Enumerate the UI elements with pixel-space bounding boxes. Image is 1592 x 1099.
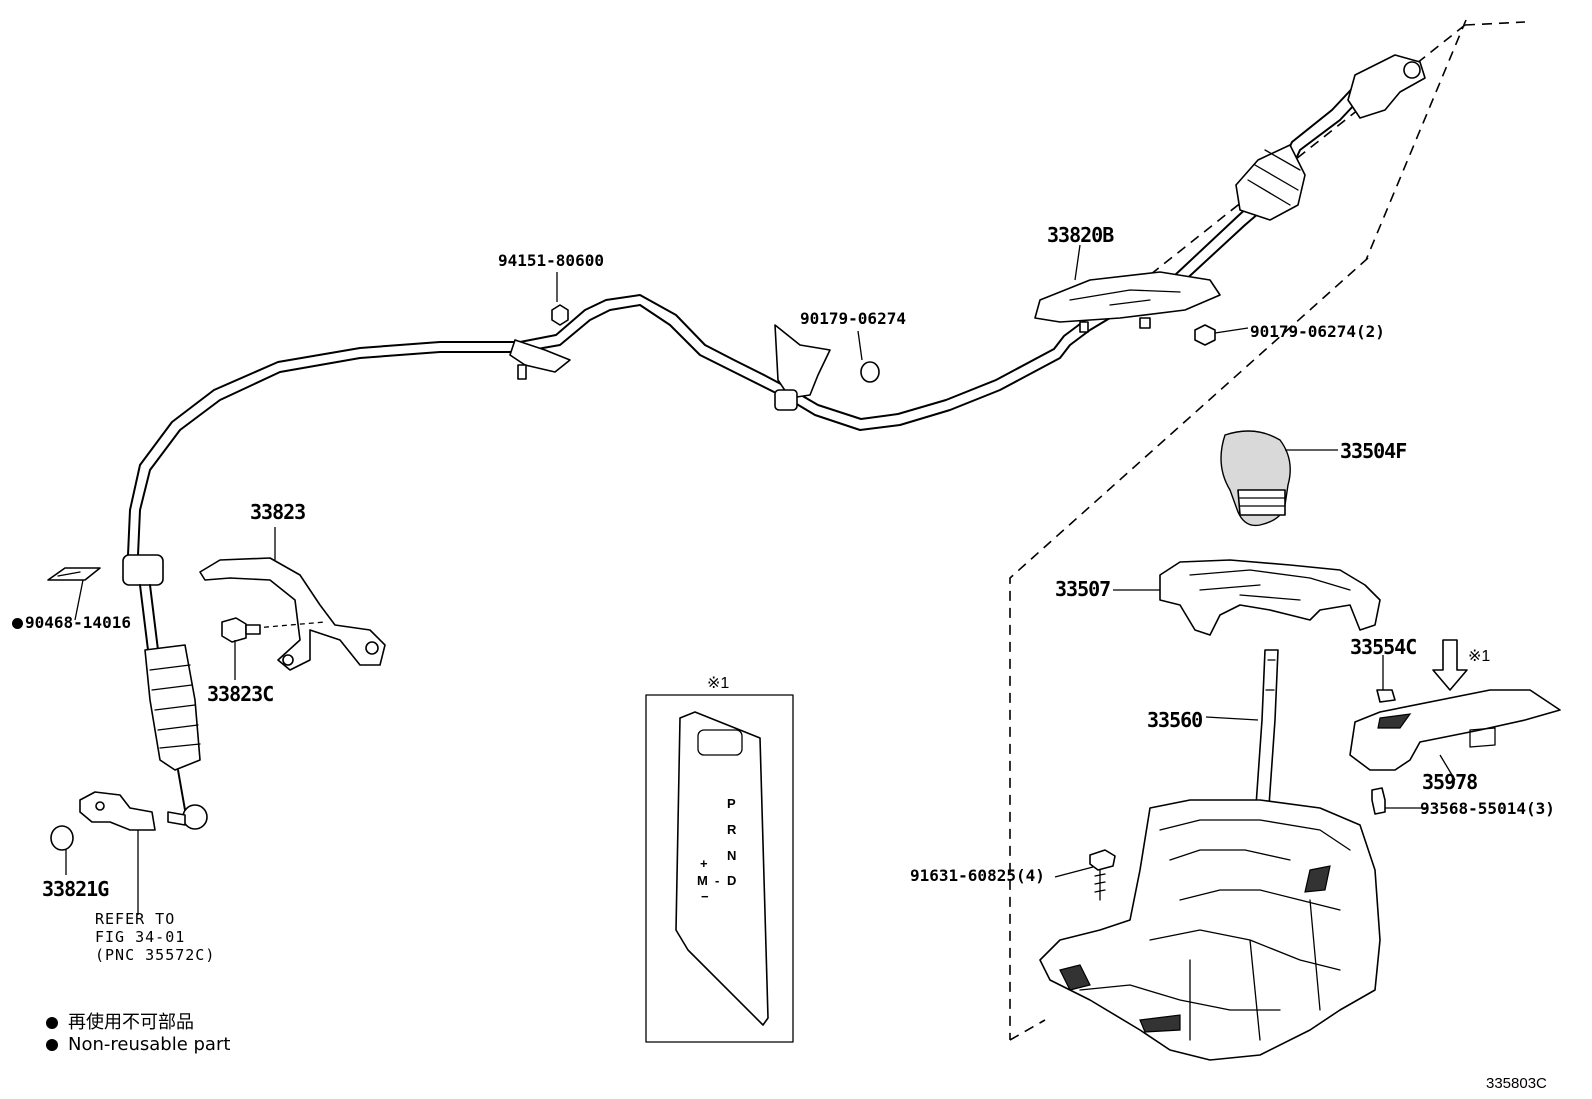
label-33820B[interactable]: 33820B bbox=[1047, 223, 1114, 247]
label-91631-60825[interactable]: 91631-60825(4) bbox=[910, 866, 1045, 885]
label-94151-80600[interactable]: 94151-80600 bbox=[498, 251, 604, 270]
cable-eye-top bbox=[1403, 61, 1421, 79]
refer-note-line-1: REFER TO bbox=[95, 910, 176, 928]
legend-dot-1 bbox=[46, 1017, 58, 1029]
bracket-33820B bbox=[1034, 271, 1221, 323]
gate-r: R bbox=[727, 822, 737, 837]
refer-note: REFER TO FIG 34-01 (PNC 35572C) bbox=[95, 910, 215, 964]
label-90468-14016[interactable]: 90468-14016 bbox=[12, 613, 131, 632]
label-33504F[interactable]: 33504F bbox=[1340, 439, 1407, 463]
legend-english: Non-reusable part bbox=[46, 1034, 230, 1055]
label-33554C[interactable]: 33554C bbox=[1350, 635, 1417, 659]
label-33821G[interactable]: 33821G bbox=[42, 877, 109, 901]
cable-bracket-mid bbox=[774, 324, 831, 399]
non-reusable-dot bbox=[12, 618, 23, 629]
plate-refer bbox=[79, 791, 156, 831]
label-33823[interactable]: 33823 bbox=[250, 500, 306, 524]
gate-d: D bbox=[727, 873, 737, 888]
clip-90468 bbox=[47, 567, 101, 581]
bolt-33823C bbox=[221, 617, 247, 643]
shift-cable bbox=[137, 71, 1411, 556]
grommet-33821G bbox=[50, 825, 74, 851]
legend-dot-2 bbox=[46, 1039, 58, 1051]
gate-plus: + bbox=[700, 856, 708, 871]
label-33560[interactable]: 33560 bbox=[1147, 708, 1203, 732]
gate-dash: - bbox=[715, 873, 720, 888]
label-35978[interactable]: 35978 bbox=[1422, 770, 1478, 794]
clip-33554C bbox=[1376, 689, 1396, 703]
shift-assembly-base bbox=[1039, 799, 1381, 1061]
bolt-93568 bbox=[1371, 787, 1386, 815]
nut-94151 bbox=[551, 304, 569, 326]
nut-90179b bbox=[1194, 324, 1216, 346]
label-93568-55014[interactable]: 93568-55014(3) bbox=[1420, 799, 1555, 818]
shift-gate-window bbox=[697, 729, 743, 756]
cable-grommet bbox=[774, 389, 798, 411]
cable-eye-low bbox=[182, 804, 208, 830]
grommet-90179a bbox=[860, 361, 880, 383]
label-33823C[interactable]: 33823C bbox=[207, 682, 274, 706]
shift-gate-plate bbox=[675, 711, 769, 1026]
shift-cable-outer bbox=[127, 61, 1399, 556]
arrow-ref bbox=[1432, 639, 1468, 691]
label-90179-06274[interactable]: 90179-06274 bbox=[800, 309, 906, 328]
lever-33560 bbox=[1254, 649, 1279, 821]
indicator-35978 bbox=[1349, 689, 1561, 771]
bracket-33823 bbox=[199, 557, 386, 671]
cable-sleeve-low bbox=[122, 554, 164, 586]
bolt-91631 bbox=[1089, 849, 1116, 871]
asterisk-ref-1: ※1 bbox=[1468, 648, 1491, 665]
gate-minus: − bbox=[701, 889, 709, 904]
label-33507[interactable]: 33507 bbox=[1055, 577, 1111, 601]
gate-p: P bbox=[727, 796, 736, 811]
inset-box bbox=[645, 694, 794, 1043]
label-90179-06274-2[interactable]: 90179-06274(2) bbox=[1250, 322, 1385, 341]
legend-japanese: 再使用不可部品 bbox=[46, 1008, 194, 1034]
refer-note-line-3: (PNC 35572C) bbox=[95, 946, 216, 964]
cable-clamp-mid bbox=[509, 339, 571, 373]
inset-label: ※1 bbox=[707, 675, 730, 692]
refer-note-line-2: FIG 34-01 bbox=[95, 928, 186, 946]
figure-id: 335803C bbox=[1486, 1075, 1547, 1092]
gate-m: M bbox=[697, 873, 708, 888]
cable-sleeve-top bbox=[1235, 144, 1306, 221]
gate-n: N bbox=[727, 848, 737, 863]
